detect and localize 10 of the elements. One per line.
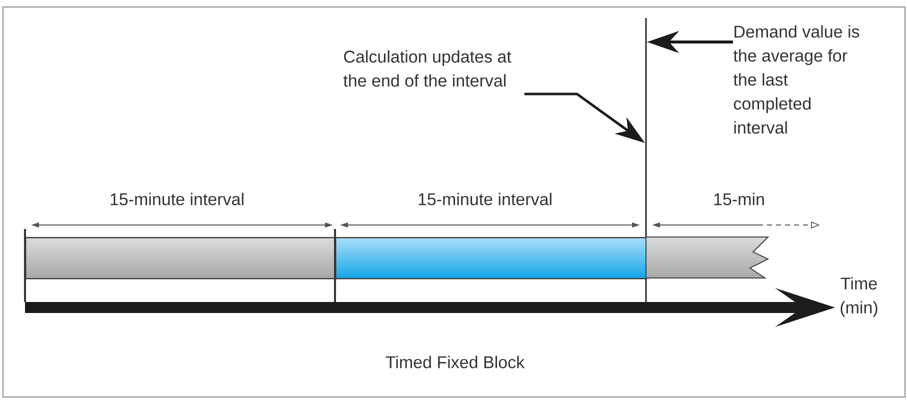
bar xyxy=(646,236,770,278)
axis-label: Time (min) xyxy=(840,277,878,317)
caption: Timed Fixed Block xyxy=(386,356,525,368)
callout-text: Demand value is the average for the last completed interval xyxy=(733,25,860,134)
marker-line xyxy=(645,18,647,302)
duration-label: 15-min xyxy=(714,192,764,206)
bar xyxy=(25,237,336,280)
duration-label: 15-minute interval xyxy=(418,192,552,206)
callout-text: Calculation updates at the end of the interval xyxy=(343,50,512,87)
duration-label: 15-minute interval xyxy=(110,192,244,206)
